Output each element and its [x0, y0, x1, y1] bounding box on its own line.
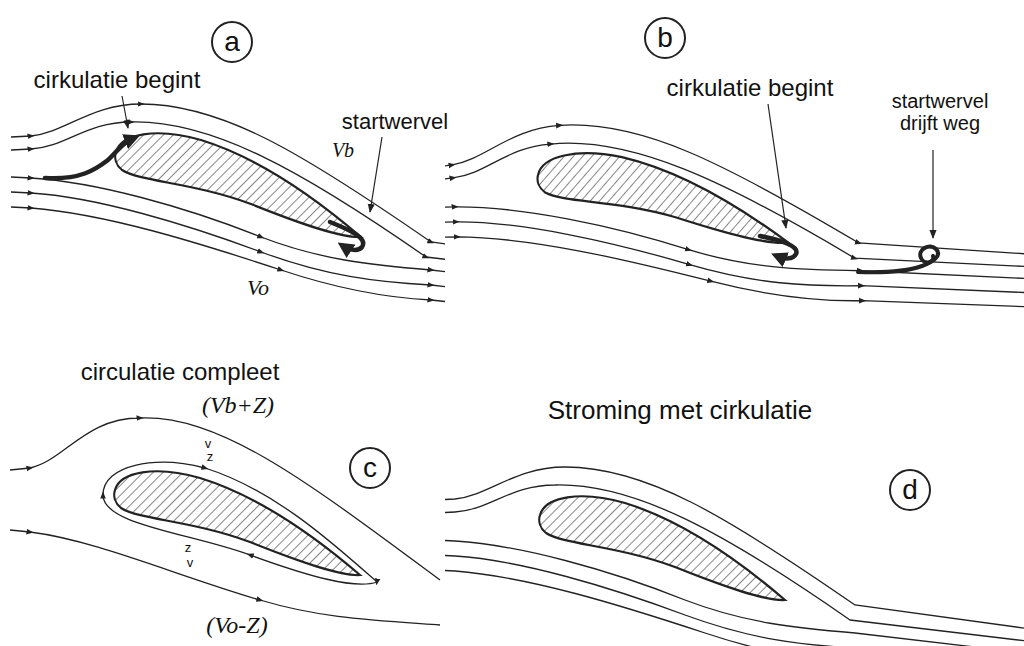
- circulation-arrow: [45, 138, 134, 178]
- annotation-label: startwervel drijft weg: [868, 90, 1012, 134]
- streamline: [11, 192, 445, 308]
- panel-b-flow: [445, 91, 1024, 330]
- panel-c-flow: [10, 418, 440, 625]
- annotation-label: Vo: [245, 276, 271, 300]
- streamline: [445, 179, 1024, 330]
- annotation-label: startwervel: [340, 110, 450, 134]
- streamline: [445, 164, 1024, 324]
- panel-letter-circle: a: [211, 21, 253, 63]
- streamline: [11, 122, 445, 282]
- panel-letter: c: [363, 454, 377, 482]
- streamline: [445, 91, 1024, 300]
- annotation-label: (Vb+Z): [200, 392, 276, 418]
- airfoil: [536, 139, 788, 260]
- panel-letter-circle: d: [889, 469, 931, 511]
- streamline: [445, 109, 1024, 312]
- airfoil: [539, 496, 785, 600]
- annotation-label: cirkulatie begint: [665, 75, 836, 101]
- annotation-label: Vb: [330, 139, 356, 161]
- streamline: [10, 530, 440, 625]
- leader-line: [122, 96, 128, 128]
- annotation-label: Stroming met cirkulatie: [546, 396, 814, 425]
- panel-letter-circle: b: [644, 17, 686, 59]
- streamline: [445, 485, 1024, 645]
- streamline: [445, 467, 1024, 633]
- leader-line: [932, 150, 933, 238]
- panel-letter: d: [902, 476, 918, 504]
- panel-letter-circle: c: [349, 447, 391, 489]
- airfoil: [114, 471, 360, 575]
- circulation-hook: [760, 236, 797, 258]
- panel-letter: b: [657, 24, 673, 52]
- panel-d-flow: [445, 467, 1024, 646]
- circulation-loop: [103, 462, 377, 584]
- streamline: [11, 207, 445, 322]
- panel-a-flow: [11, 96, 445, 322]
- annotation-label: cirkulatie begint: [32, 67, 203, 93]
- airfoil: [115, 133, 361, 237]
- leader-line: [370, 137, 382, 212]
- annotation-label: (Vo-Z): [204, 612, 269, 638]
- streamline: [10, 418, 440, 580]
- annotation-label: z: [205, 450, 216, 464]
- leader-line: [768, 104, 786, 228]
- start-vortex-spiral: [858, 247, 938, 273]
- annotation-label: z: [183, 541, 194, 555]
- annotation-label: v: [185, 556, 196, 570]
- streamline: [11, 104, 445, 270]
- panel-letter: a: [224, 28, 240, 56]
- start-vortex-hook: [330, 222, 363, 250]
- annotation-label: circulatie compleet: [79, 359, 282, 385]
